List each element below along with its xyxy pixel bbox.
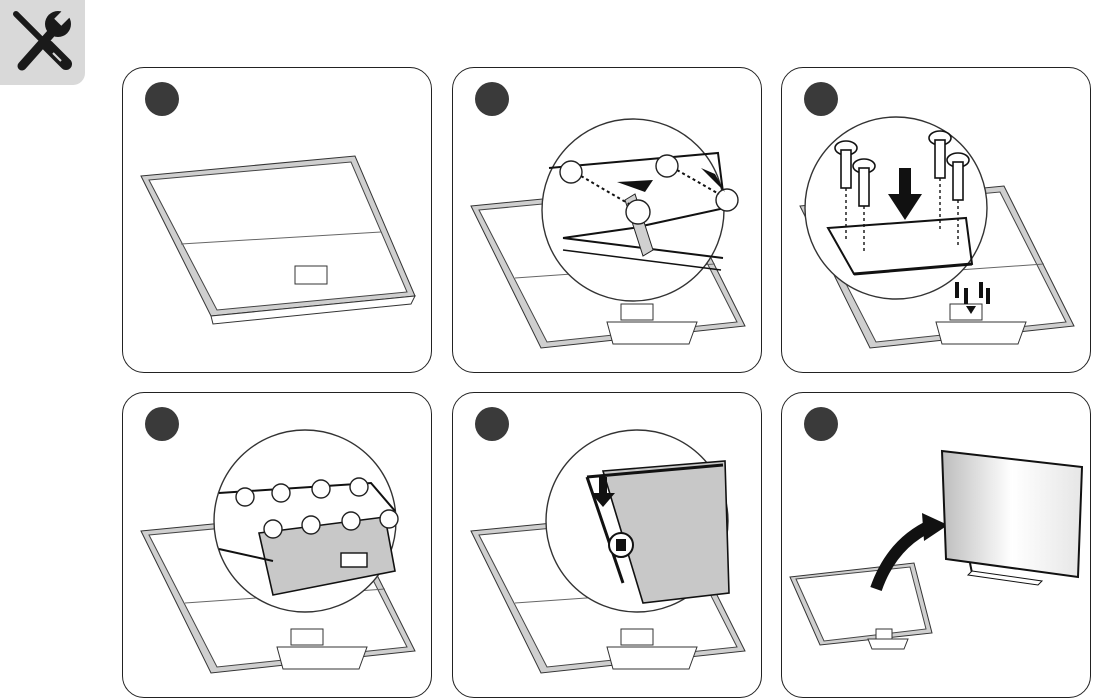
tools-icon xyxy=(8,6,78,78)
step-panel-2 xyxy=(452,67,762,373)
attach-bracket-illustration xyxy=(453,68,762,373)
tv-face-down-illustration xyxy=(123,68,432,373)
step-panel-4 xyxy=(122,392,432,698)
insert-screws-illustration xyxy=(782,68,1091,373)
press-latch-illustration xyxy=(453,393,762,698)
step-panel-6 xyxy=(781,392,1091,698)
step-panel-3 xyxy=(781,67,1091,373)
tools-badge xyxy=(0,0,85,85)
attach-cover-illustration xyxy=(123,393,432,698)
step-panel-1 xyxy=(122,67,432,373)
stand-upright-illustration xyxy=(782,393,1091,698)
step-panel-5 xyxy=(452,392,762,698)
